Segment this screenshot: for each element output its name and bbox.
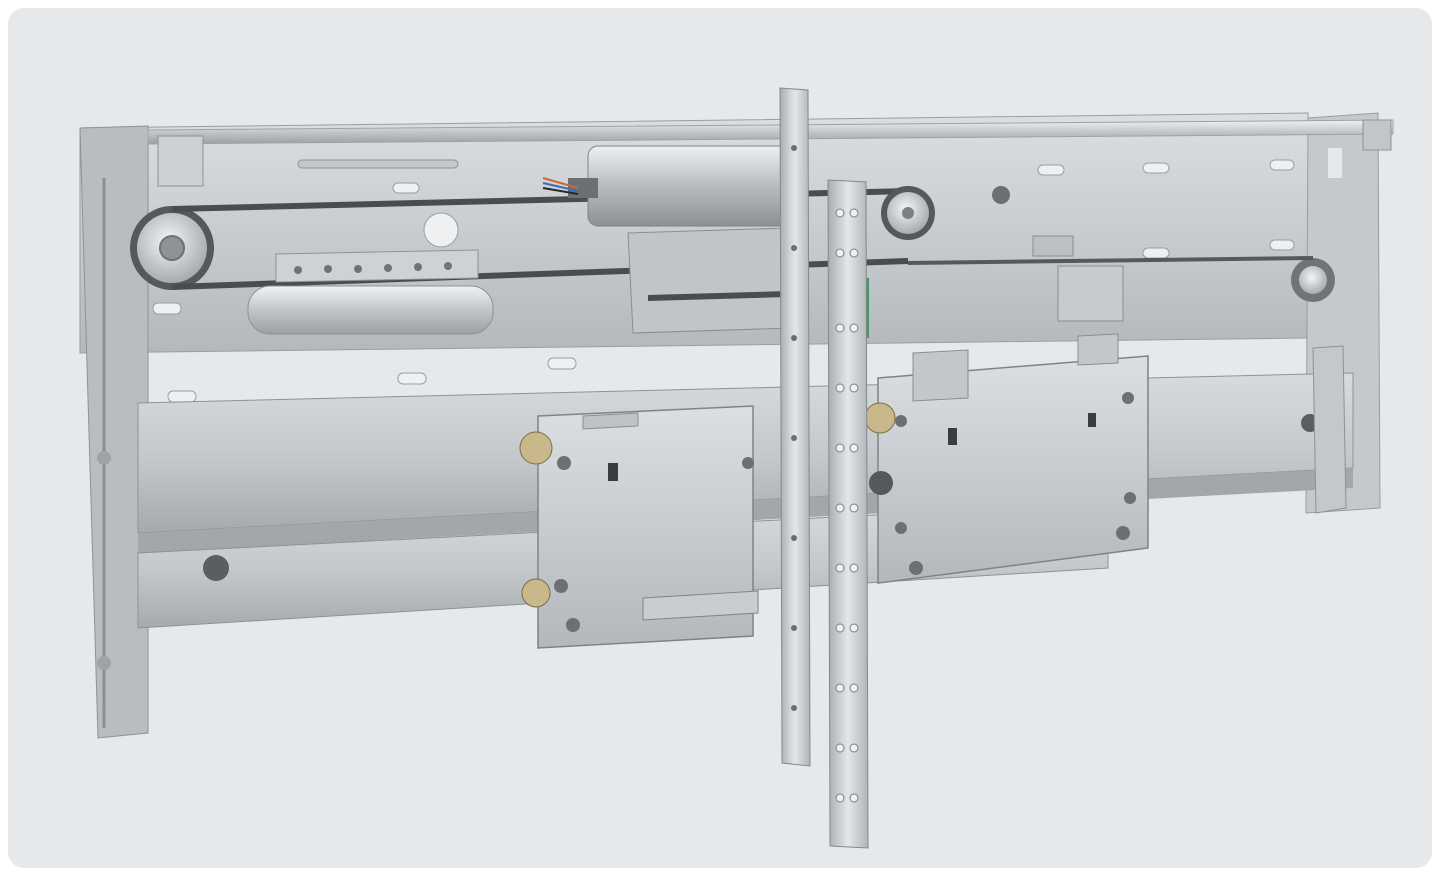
bracket-cutout — [1328, 148, 1342, 178]
return-pulley-face — [1299, 266, 1327, 294]
tension-rod — [297, 159, 459, 169]
belt-segment — [647, 291, 789, 301]
motor-bracket — [627, 227, 794, 334]
hanger-roller — [864, 402, 896, 434]
plate-hole — [423, 212, 459, 248]
coupler-vane-left — [779, 87, 811, 767]
return-cable — [907, 256, 1314, 265]
vane-hole-pairs — [835, 208, 859, 803]
left-rod-bolt — [97, 656, 111, 670]
plate-slots — [152, 159, 1295, 403]
left-door-hanger — [537, 405, 754, 649]
vane-holes — [791, 145, 797, 711]
damper-cylinder — [247, 285, 494, 335]
hanger-slot — [1088, 413, 1096, 427]
product-photo-frame — [8, 8, 1432, 868]
door-coupler-bar — [642, 590, 759, 621]
right-track-post — [1312, 345, 1347, 514]
belt-clamp-bracket — [275, 249, 479, 283]
coupler-vane-right — [827, 179, 869, 849]
pulley-hub — [159, 235, 185, 261]
door-operator-illustration — [79, 87, 1394, 849]
hanger-bolts — [895, 392, 1136, 575]
hanger-slot — [608, 463, 618, 481]
beam-hole — [203, 555, 229, 581]
motor-shaft — [568, 178, 598, 198]
top-tube-rail — [147, 119, 1394, 145]
clamp-bolts — [294, 262, 452, 274]
rail-left-block — [157, 135, 204, 187]
right-door-hanger — [877, 355, 1149, 584]
hanger-roller — [519, 431, 553, 465]
clamp-tab — [1032, 235, 1074, 257]
hanger-roller — [521, 578, 551, 608]
drive-motor — [587, 145, 799, 227]
hanger-bolts — [554, 456, 754, 632]
rail-end-cap — [1362, 119, 1392, 151]
hanger-bracket — [912, 349, 969, 402]
hanger-slot — [948, 428, 957, 445]
belt-clamp-right — [1057, 265, 1124, 322]
plate-hole — [992, 186, 1010, 204]
hanger-tab — [582, 412, 639, 430]
hanger-roller-dark — [869, 471, 893, 495]
idler-hub — [902, 207, 914, 219]
left-rod-bolt — [97, 451, 111, 465]
left-end-bracket — [79, 125, 149, 739]
motor-wires — [542, 177, 579, 195]
hanger-bracket — [1077, 333, 1119, 366]
